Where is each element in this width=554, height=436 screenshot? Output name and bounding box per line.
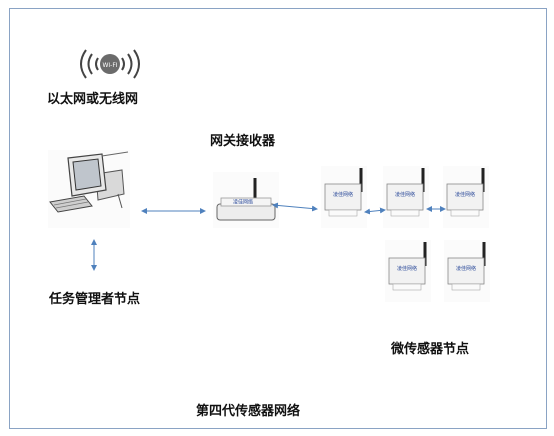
wifi-badge-text: WI-FI [102, 62, 117, 69]
wifi-icon: WI-FI [72, 44, 148, 84]
sensor-logo-text-4: 凌佳网络 [397, 265, 417, 272]
sensor-device-icon-5: 凌佳网络 [444, 240, 490, 302]
computer-icon [48, 150, 130, 228]
sensor-nodes-label: 微传感器节点 [391, 342, 470, 357]
task-node-label: 任务管理者节点 [49, 292, 141, 307]
sensor-logo-text-3: 凌佳网络 [455, 191, 475, 198]
gateway-label: 网关接收器 [210, 134, 276, 149]
sensor-logo-text-2: 凌佳网络 [395, 191, 415, 198]
caption: 第四代传感器网络 [196, 404, 301, 419]
sensor-device-icon-3: 凌佳网络 [443, 166, 489, 228]
gateway-router-icon: 凌佳网络 [213, 172, 279, 228]
sensor-device-icon-1: 凌佳网络 [321, 166, 367, 228]
sensor-logo-text-1: 凌佳网络 [333, 191, 353, 198]
sensor-device-icon-2: 凌佳网络 [383, 166, 429, 228]
network-label: 以太网或无线网 [47, 92, 139, 107]
sensor-logo-text-5: 凌佳网络 [456, 265, 476, 272]
sensor-device-icon-4: 凌佳网络 [385, 240, 431, 302]
router-logo-text: 凌佳网络 [233, 199, 253, 206]
